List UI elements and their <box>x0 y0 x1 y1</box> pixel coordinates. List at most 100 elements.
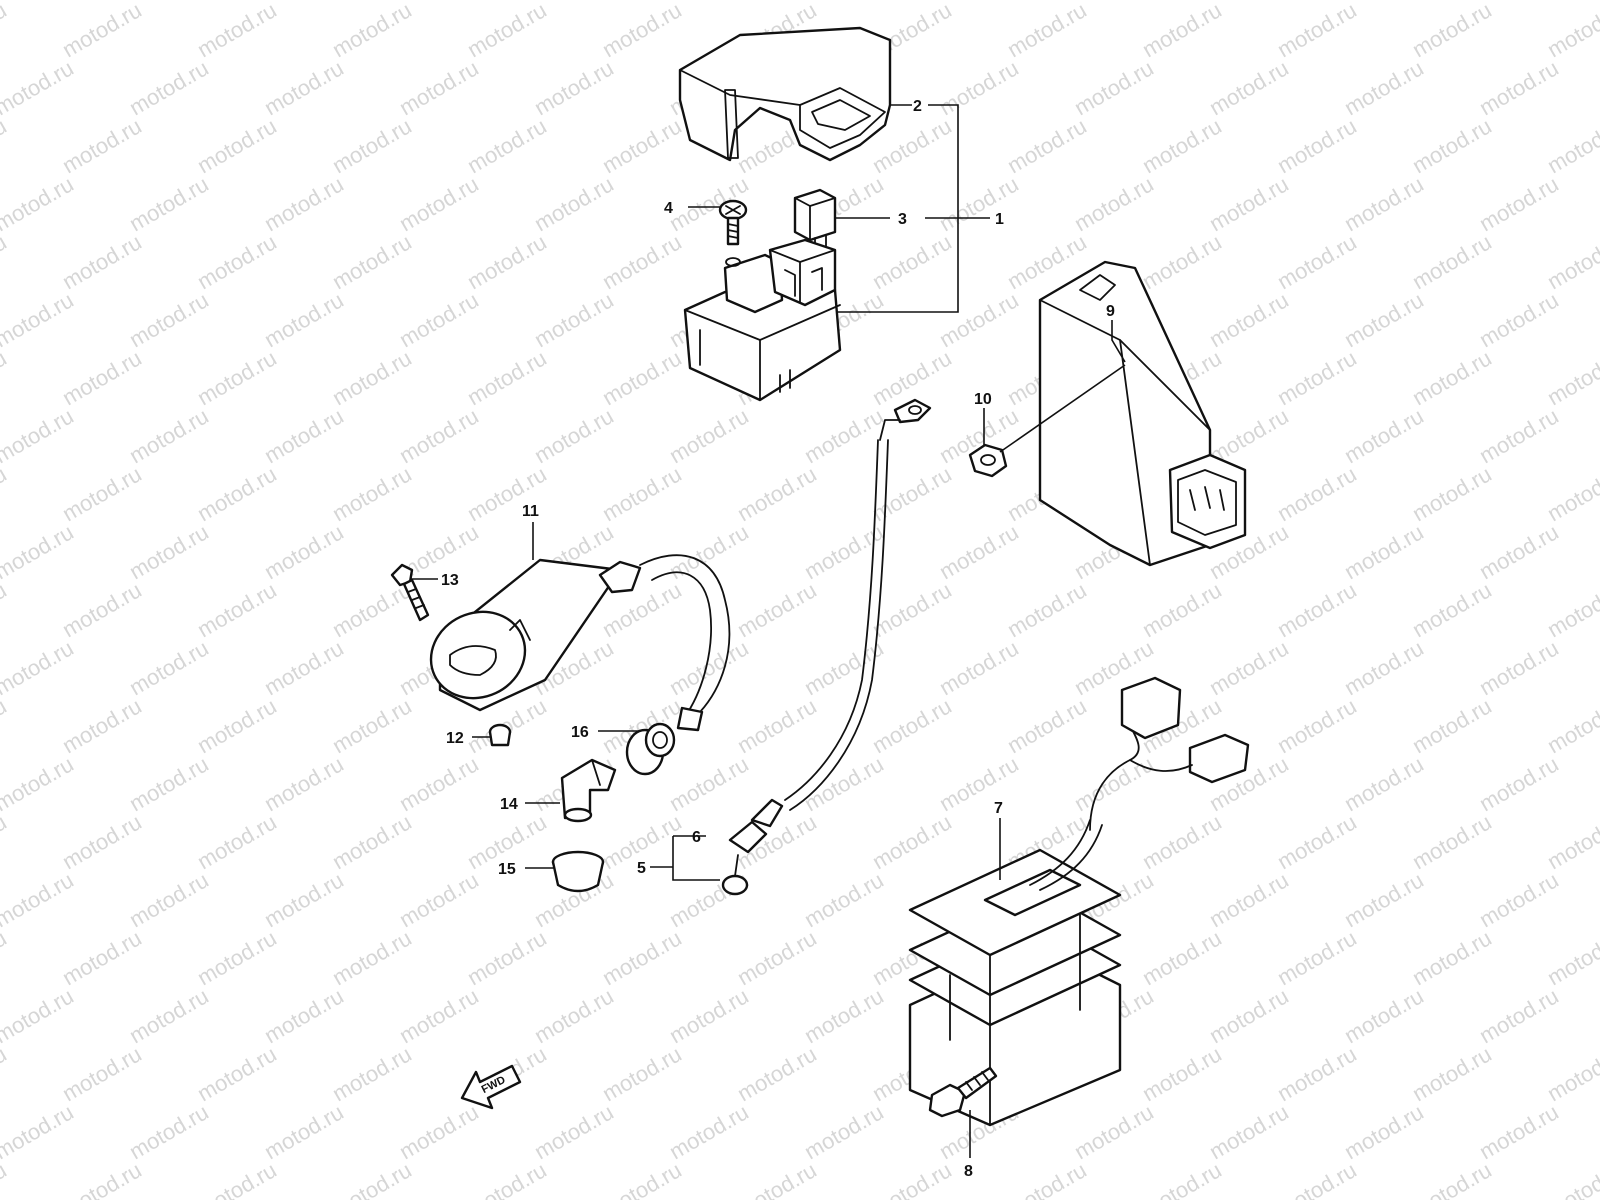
watermark-text: motod.ru <box>665 751 753 816</box>
watermark-text: motod.ru <box>0 1041 11 1106</box>
watermark-text: motod.ru <box>0 287 78 352</box>
ignition-coil-part[interactable] <box>417 554 731 732</box>
watermark-text: motod.ru <box>1273 1157 1361 1200</box>
watermark-text: motod.ru <box>260 171 348 236</box>
watermark-text: motod.ru <box>125 287 213 352</box>
watermark-text: motod.ru <box>328 1157 416 1200</box>
callout-9[interactable]: 9 <box>1106 303 1115 320</box>
watermark-text: motod.ru <box>58 113 146 178</box>
watermark-text: motod.ru <box>1340 287 1428 352</box>
callout-1[interactable]: 1 <box>995 211 1004 228</box>
watermark-text: motod.ru <box>328 577 416 642</box>
watermark-text: motod.ru <box>1070 55 1158 120</box>
plug-cap-part[interactable] <box>560 758 617 823</box>
watermark-text: motod.ru <box>598 461 686 526</box>
watermark-text: motod.ru <box>868 1157 956 1200</box>
watermark-text: motod.ru <box>800 403 888 468</box>
cdi-unit-part[interactable] <box>1038 260 1247 567</box>
watermark-text: motod.ru <box>1475 55 1563 120</box>
watermark-text: motod.ru <box>1475 867 1563 932</box>
watermark-text: motod.ru <box>1543 809 1600 874</box>
watermark-text: motod.ru <box>1205 171 1293 236</box>
watermark-text: motod.ru <box>665 635 753 700</box>
grommet-part[interactable] <box>625 722 676 776</box>
watermark-text: motod.ru <box>665 1099 753 1164</box>
watermark-text: motod.ru <box>395 0 483 4</box>
callout-6[interactable]: 6 <box>692 829 701 846</box>
callout-16[interactable]: 16 <box>571 724 589 741</box>
watermark-text: motod.ru <box>1205 867 1293 932</box>
screw-part[interactable] <box>718 199 748 246</box>
watermark-text: motod.ru <box>1070 751 1158 816</box>
watermark-text: motod.ru <box>125 403 213 468</box>
callout-5[interactable]: 5 <box>637 860 646 877</box>
watermark-text: motod.ru <box>58 345 146 410</box>
watermark-text: motod.ru <box>193 925 281 990</box>
starter-relay-part[interactable] <box>683 238 842 402</box>
callout-15[interactable]: 15 <box>498 861 516 878</box>
callout-12[interactable]: 12 <box>446 730 464 747</box>
ground-lead-part[interactable] <box>721 398 932 896</box>
watermark-text: motod.ru <box>1273 345 1361 410</box>
watermark-text: motod.ru <box>530 0 618 4</box>
relay-cover-part[interactable] <box>678 26 892 162</box>
watermark-text: motod.ru <box>1543 113 1600 178</box>
plug-cover-part[interactable] <box>551 850 605 893</box>
watermark-text: motod.ru <box>1138 925 1226 990</box>
watermark-text: motod.ru <box>395 287 483 352</box>
callout-14[interactable]: 14 <box>500 796 518 813</box>
watermark-text: motod.ru <box>0 345 11 410</box>
watermark-text: motod.ru <box>1408 461 1496 526</box>
watermark-text: motod.ru <box>1408 809 1496 874</box>
watermark-text: motod.ru <box>193 693 281 758</box>
watermark-text: motod.ru <box>260 1099 348 1164</box>
watermark-text: motod.ru <box>0 809 11 874</box>
fuse-part[interactable] <box>793 188 837 251</box>
callout-2[interactable]: 2 <box>913 98 922 115</box>
watermark-text: motod.ru <box>1475 751 1563 816</box>
regulator-part[interactable] <box>908 676 1250 1127</box>
watermark-text: motod.ru <box>935 171 1023 236</box>
nut-part[interactable] <box>968 443 1008 478</box>
watermark-text: motod.ru <box>665 403 753 468</box>
watermark-text: motod.ru <box>530 55 618 120</box>
watermark-text: motod.ru <box>1408 1041 1496 1106</box>
callout-8[interactable]: 8 <box>964 1163 973 1180</box>
callout-10[interactable]: 10 <box>974 391 992 408</box>
watermark-text: motod.ru <box>1205 1099 1293 1164</box>
callout-4[interactable]: 4 <box>664 200 673 217</box>
watermark-text: motod.ru <box>1138 0 1226 62</box>
watermark-text: motod.ru <box>125 519 213 584</box>
watermark-text: motod.ru <box>800 0 888 4</box>
watermark-text: motod.ru <box>58 229 146 294</box>
watermark-text: motod.ru <box>463 113 551 178</box>
watermark-text: motod.ru <box>1408 1157 1496 1200</box>
watermark-text: motod.ru <box>598 1041 686 1106</box>
watermark-text: motod.ru <box>395 867 483 932</box>
watermark-text: motod.ru <box>0 229 11 294</box>
watermark-text: motod.ru <box>530 983 618 1048</box>
watermark-text: motod.ru <box>0 0 78 4</box>
callout-11[interactable]: 11 <box>522 503 539 520</box>
bolt-part[interactable] <box>390 563 430 622</box>
watermark-text: motod.ru <box>1543 461 1600 526</box>
callout-13[interactable]: 13 <box>441 572 459 589</box>
watermark-text: motod.ru <box>328 1041 416 1106</box>
callout-7[interactable]: 7 <box>994 800 1003 817</box>
regulator-screw-part[interactable] <box>928 1066 998 1118</box>
watermark-text: motod.ru <box>1138 229 1226 294</box>
watermark-text: motod.ru <box>935 751 1023 816</box>
watermark-text: motod.ru <box>1340 1099 1428 1164</box>
watermark-text: motod.ru <box>1273 0 1361 62</box>
watermark-text: motod.ru <box>1070 1099 1158 1164</box>
watermark-text: motod.ru <box>598 0 686 62</box>
watermark-text: motod.ru <box>260 751 348 816</box>
cap-part[interactable] <box>488 723 512 747</box>
watermark-text: motod.ru <box>1408 229 1496 294</box>
watermark-text: motod.ru <box>463 1157 551 1200</box>
watermark-text: motod.ru <box>1205 287 1293 352</box>
watermark-text: motod.ru <box>1475 983 1563 1048</box>
watermark-text: motod.ru <box>0 925 11 990</box>
callout-3[interactable]: 3 <box>898 211 907 228</box>
